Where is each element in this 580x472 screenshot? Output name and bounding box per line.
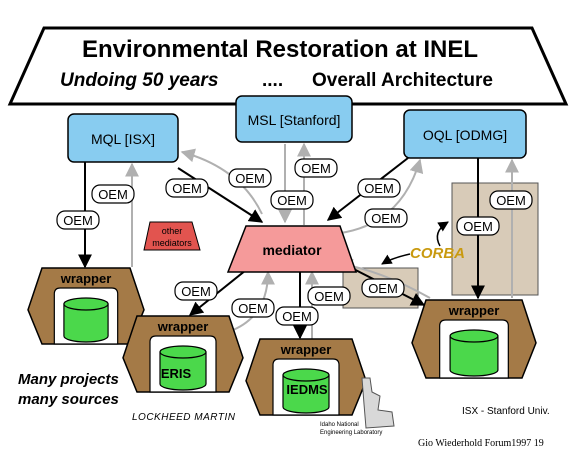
corba-pointer-arrow-right: [436, 221, 449, 247]
oem-text: OEM: [277, 193, 307, 208]
many-projects: Many projects: [18, 371, 119, 388]
oem-label: OEM: [364, 208, 408, 228]
oem-text: OEM: [181, 284, 211, 299]
subtitle-ellipsis: ....: [262, 70, 283, 91]
oem-label: OEM: [294, 158, 338, 178]
mql-label: MQL [ISX]: [91, 131, 155, 147]
oem-text: OEM: [282, 309, 312, 324]
oem-label: OEM: [361, 278, 405, 298]
oem-text: OEM: [63, 213, 93, 228]
many-sources: many sources: [18, 391, 119, 408]
oem-label: OEM: [228, 168, 272, 188]
oem-label: OEM: [307, 286, 351, 306]
subtitle-left: Undoing 50 years: [60, 70, 218, 91]
oql-label: OQL [ODMG]: [423, 127, 507, 143]
idaho-lab-line1: Idaho National: [320, 422, 359, 428]
mql-box[interactable]: MQL [ISX]: [67, 113, 179, 163]
wrapper-eris[interactable]: wrapper: [122, 315, 244, 393]
wrapper-iedms[interactable]: wrapper: [245, 338, 367, 416]
oem-text: OEM: [463, 219, 493, 234]
oem-text: OEM: [172, 181, 202, 196]
wrapper-right[interactable]: wrapper: [411, 299, 537, 379]
corba-pointer-arrow: [381, 253, 411, 265]
db-label-iedms: IEDMS: [286, 382, 328, 397]
oem-label: OEM: [357, 178, 401, 198]
title-banner: [7, 26, 569, 106]
lockheed-logo: LOCKHEED MARTIN: [132, 412, 236, 423]
mediator-node[interactable]: mediator: [226, 225, 358, 273]
oem-label: OEM: [489, 190, 533, 210]
oem-text: OEM: [301, 161, 331, 176]
database-cylinder: [159, 351, 207, 391]
oem-text: OEM: [496, 193, 526, 208]
arrow-mql-to-mediator: [177, 167, 264, 223]
database-cylinder: [63, 303, 109, 343]
mediator-label: mediator: [262, 242, 322, 258]
other-mediators-line1: other: [162, 226, 183, 236]
oem-text: OEM: [364, 181, 394, 196]
oem-label: OEM: [174, 281, 218, 301]
oem-label: OEM: [91, 184, 135, 204]
oem-text: OEM: [98, 187, 128, 202]
oql-box[interactable]: OQL [ODMG]: [403, 109, 527, 159]
msl-box[interactable]: MSL [Stanford]: [235, 95, 353, 143]
msl-label: MSL [Stanford]: [248, 112, 341, 128]
oem-text: OEM: [235, 171, 265, 186]
oem-text: OEM: [371, 211, 401, 226]
oem-label: OEM: [456, 216, 500, 236]
wrapper-label: wrapper: [280, 342, 332, 357]
oem-label: OEM: [275, 306, 319, 326]
wrapper-label: wrapper: [60, 271, 112, 286]
isx-stanford: ISX - Stanford Univ.: [462, 406, 550, 417]
oem-label: OEM: [231, 298, 275, 318]
wrapper-label: wrapper: [448, 303, 500, 318]
oem-label: OEM: [165, 178, 209, 198]
corba-label: CORBA: [410, 245, 465, 262]
page-title: Environmental Restoration at INEL: [82, 36, 478, 63]
idaho-lab-line2: Engineering Laboratory: [320, 430, 382, 436]
wrapper-label: wrapper: [157, 319, 209, 334]
other-mediators[interactable]: other mediators: [143, 221, 201, 251]
credit-line: Gio Wiederhold Forum1997 19: [418, 438, 544, 449]
oem-labels: OEMOEMOEMOEMOEMOEMOEMOEMOEMOEMOEMOEMOEMO…: [56, 158, 533, 326]
database-cylinder: [449, 335, 499, 377]
oem-text: OEM: [368, 281, 398, 296]
idaho-map-icon: [361, 377, 395, 429]
wrapper-left[interactable]: wrapper: [27, 267, 145, 345]
wrappers: wrapper wrapper wrapper wrapper: [27, 267, 537, 416]
oem-label: OEM: [56, 210, 100, 230]
oem-text: OEM: [314, 289, 344, 304]
other-mediators-line2: mediators: [152, 238, 192, 248]
oem-text: OEM: [238, 301, 268, 316]
oem-label: OEM: [270, 190, 314, 210]
database-cylinder: [282, 374, 330, 414]
subtitle-right: Overall Architecture: [312, 70, 493, 91]
db-label-eris: ERIS: [161, 366, 192, 381]
